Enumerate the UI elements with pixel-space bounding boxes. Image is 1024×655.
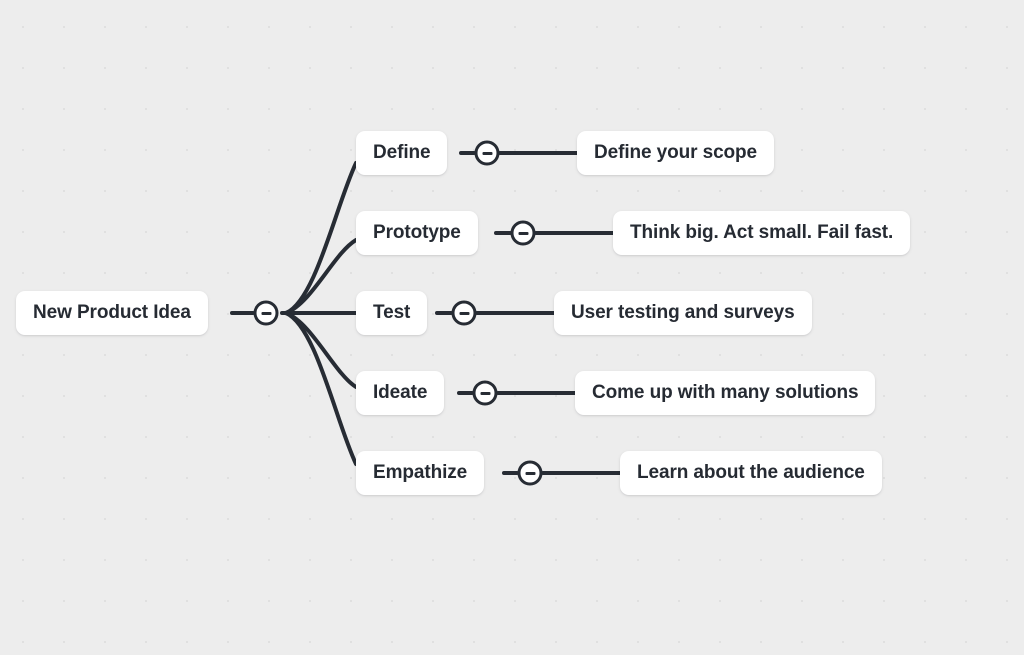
toggle-ideate-collapse[interactable]	[472, 380, 498, 406]
node-label: Define your scope	[594, 142, 758, 163]
mindmap-node-define[interactable]: Define	[356, 131, 448, 175]
mindmap-node-prototype[interactable]: Prototype	[356, 211, 478, 255]
mindmap-node-think-big[interactable]: Think big. Act small. Fail fast.	[613, 211, 911, 255]
toggle-test-collapse[interactable]	[451, 300, 477, 326]
node-label: Think big. Act small. Fail fast.	[630, 222, 894, 243]
node-label: User testing and surveys	[571, 302, 795, 323]
node-label: Prototype	[373, 222, 461, 243]
node-label: New Product Idea	[33, 302, 191, 323]
node-label: Test	[373, 302, 411, 323]
edge-branch-ideate	[284, 311, 358, 389]
edge-branch-empathize	[284, 311, 358, 466]
toggle-root-collapse[interactable]	[253, 300, 279, 326]
node-label: Empathize	[373, 462, 468, 483]
node-label: Come up with many solutions	[592, 382, 859, 403]
mindmap-node-root[interactable]: New Product Idea	[16, 291, 208, 335]
mindmap-node-define-your-scope[interactable]: Define your scope	[577, 131, 775, 175]
mindmap-node-come-up-with-solutions[interactable]: Come up with many solutions	[575, 371, 876, 415]
mindmap-node-test[interactable]: Test	[356, 291, 428, 335]
mindmap-node-ideate[interactable]: Ideate	[356, 371, 445, 415]
edge-branch-define	[284, 161, 358, 315]
mindmap-node-empathize[interactable]: Empathize	[356, 451, 485, 495]
mindmap-node-learn-about-audience[interactable]: Learn about the audience	[620, 451, 882, 495]
toggle-prototype-collapse[interactable]	[510, 220, 536, 246]
node-label: Learn about the audience	[637, 462, 865, 483]
node-label: Ideate	[373, 382, 428, 403]
toggle-define-collapse[interactable]	[474, 140, 500, 166]
toggle-empathize-collapse[interactable]	[517, 460, 543, 486]
mindmap-node-user-testing[interactable]: User testing and surveys	[554, 291, 812, 335]
node-label: Define	[373, 142, 431, 163]
edge-branch-prototype	[284, 238, 358, 315]
